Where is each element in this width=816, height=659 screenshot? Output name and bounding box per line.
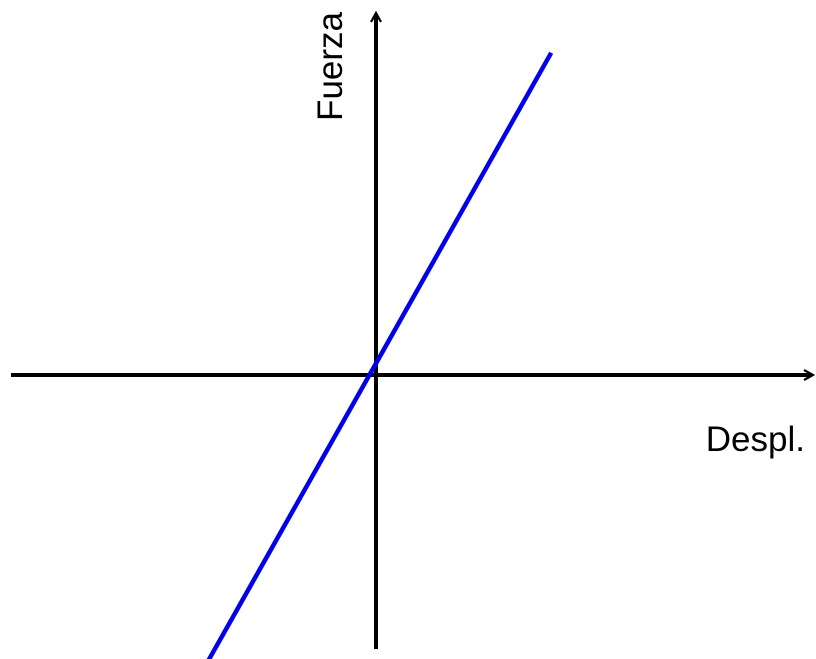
series-layer — [206, 51, 554, 659]
x-axis-label: Despl. — [706, 420, 805, 459]
series-line-0 — [206, 51, 554, 659]
y-axis-label: Fuerza — [311, 11, 350, 120]
